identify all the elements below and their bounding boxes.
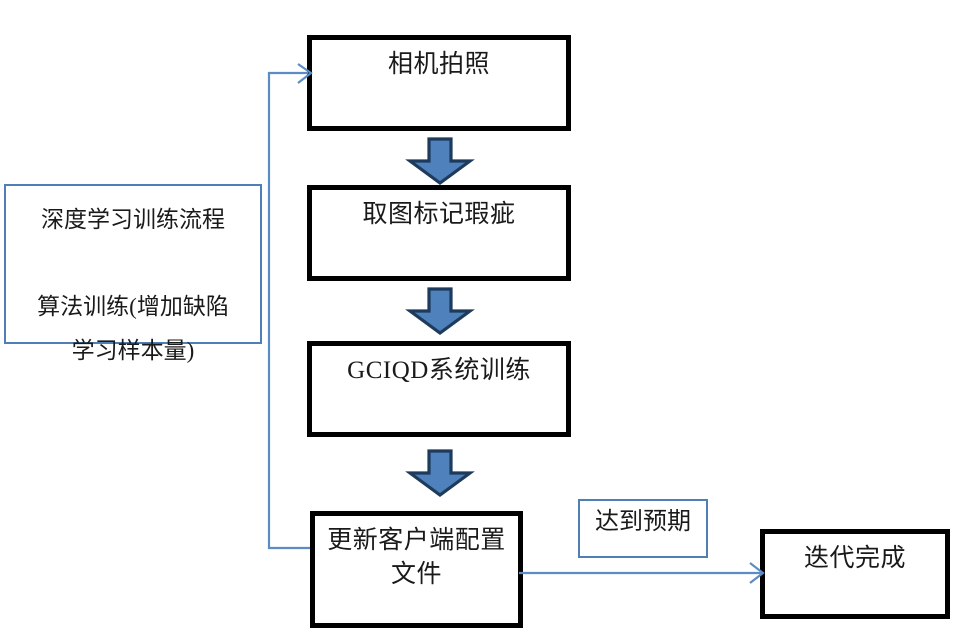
process-box-update-client-config-label: 更新客户端配置 文件 <box>327 527 506 588</box>
block-arrow-down-capture-to-mark <box>405 137 475 185</box>
line-arrow-feedback-loop-to-capture <box>267 63 313 550</box>
process-box-mark-defects-label: 取图标记瑕疵 <box>362 201 516 228</box>
process-box-gciqd-training-label: GCIQD系统训练 <box>347 357 531 384</box>
block-arrow-down-train-to-update <box>405 449 475 497</box>
line-arrow-update-to-complete <box>519 562 765 584</box>
process-box-camera-capture-label: 相机拍照 <box>387 51 490 78</box>
process-box-camera-capture: 相机拍照 <box>307 35 571 131</box>
label-box-meets-expectation: 达到预期 <box>578 499 708 558</box>
label-box-meets-expectation-text: 达到预期 <box>595 509 691 535</box>
block-arrow-down-mark-to-train <box>405 287 475 335</box>
process-box-iteration-complete: 迭代完成 <box>760 529 950 619</box>
note-box-training-process-text: 深度学习训练流程 算法训练(增加缺陷 学习样本量) <box>37 207 229 364</box>
process-box-iteration-complete-label: 迭代完成 <box>803 545 906 572</box>
process-box-update-client-config: 更新客户端配置 文件 <box>310 511 523 628</box>
process-box-mark-defects: 取图标记瑕疵 <box>307 185 571 281</box>
process-box-gciqd-training: GCIQD系统训练 <box>307 341 571 437</box>
note-box-training-process: 深度学习训练流程 算法训练(增加缺陷 学习样本量) <box>4 184 262 363</box>
